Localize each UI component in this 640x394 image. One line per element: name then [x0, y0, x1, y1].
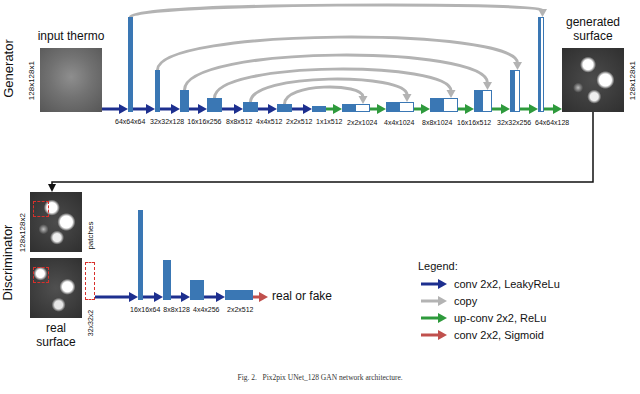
- image-heading: generated surface: [559, 16, 627, 44]
- connector-arrow: [189, 104, 207, 114]
- feature-map-bar: 8x8x128: [163, 260, 171, 300]
- dimension-label: 8x8x1024: [422, 119, 452, 127]
- feature-map-bar: 16x16x64: [138, 210, 143, 300]
- legend-swatch: [420, 295, 448, 307]
- patch-marker: [33, 267, 49, 283]
- concat-feature-bar: 16x16x512: [474, 90, 492, 112]
- legend-swatch: [420, 312, 448, 324]
- connector-arrow: [204, 292, 225, 302]
- patch-marker: [33, 201, 49, 217]
- dimension-label: 8x8x512: [226, 118, 252, 126]
- feature-map-bar: 16x16x256: [180, 90, 189, 112]
- dimension-label: 4x4x1024: [384, 119, 414, 127]
- dimension-label: 2x2x512: [286, 118, 312, 126]
- dimension-label: 32x32x128: [150, 118, 184, 126]
- patch-box: patches32x32x2: [85, 262, 95, 300]
- connector-arrow: [95, 292, 138, 302]
- connector-arrow: [253, 292, 268, 302]
- concat-feature-bar: 8x8x1024: [430, 98, 458, 112]
- image-pair: 128x128x2real surface: [30, 192, 82, 318]
- dimension-label: 16x16x256: [187, 118, 221, 126]
- dimension-label: 32x32x256: [497, 119, 531, 127]
- connector-arrow: [133, 104, 155, 114]
- section-label: Generator: [1, 39, 16, 98]
- connector-arrow: [326, 104, 342, 114]
- feature-map-bar: 4x4x512: [243, 102, 258, 112]
- connector-arrow: [102, 104, 128, 114]
- feature-map-bar: 64x64x64: [128, 17, 133, 112]
- connector-arrow: [370, 104, 386, 114]
- legend-text: up-conv 2x2, ReLu: [454, 312, 546, 325]
- dimension-label: 1x1x512: [316, 118, 342, 126]
- connector-arrow: [48, 112, 593, 192]
- concat-feature-bar: 2x2x1024: [342, 104, 370, 112]
- legend-text: copy: [454, 295, 477, 308]
- connector-arrow: [458, 104, 474, 114]
- feature-map-bar: 32x32x128: [155, 70, 160, 112]
- dimension-label: 128x128x1: [627, 61, 636, 100]
- image-panel: [30, 192, 82, 252]
- dimension-label: 2x2x512: [227, 306, 253, 314]
- image-box: input thermo128x128x1: [40, 48, 102, 112]
- image-heading: real surface: [26, 322, 86, 350]
- legend-text: conv 2x2, Sigmoid: [454, 329, 544, 342]
- concat-feature-bar: 32x32x256: [510, 70, 520, 112]
- dimension-label: 64x64x128: [535, 119, 569, 127]
- image-box: generated surface128x128x1: [562, 48, 624, 112]
- legend-text: conv 2x2, LeakyReLu: [454, 278, 560, 291]
- connector-arrow: [292, 104, 312, 114]
- figure-caption: Fig. 2. Pix2pix UNet_128 GAN network arc…: [238, 374, 403, 383]
- section-label: Discriminator: [1, 224, 16, 300]
- feature-map-bar: 8x8x512: [207, 98, 222, 112]
- connector-arrow: [414, 104, 430, 114]
- dimension-label: 2x2x1024: [347, 119, 377, 127]
- connector-arrow: [160, 104, 180, 114]
- connector-arrow: [131, 5, 548, 17]
- patch-label: patches: [86, 221, 95, 249]
- dimension-label: 8x8x128: [163, 306, 189, 314]
- output-label: real or fake: [272, 290, 332, 304]
- dimension-label: 16x16x64: [130, 306, 160, 314]
- connector-arrow: [285, 87, 368, 104]
- connector-arrow: [520, 104, 538, 114]
- dimension-label: 16x16x512: [457, 119, 491, 127]
- dimension-label: 128x128x1: [26, 61, 35, 100]
- legend-swatch: [420, 278, 448, 290]
- dimension-label: 32x32x2: [87, 310, 95, 336]
- feature-map-bar: 2x2x512: [225, 290, 253, 300]
- concat-feature-bar: 64x64x128: [538, 17, 544, 112]
- legend-heading: Legend:: [418, 260, 458, 273]
- connector-arrow: [492, 104, 510, 114]
- connector-arrow: [222, 104, 243, 114]
- output-node: real or fake: [268, 289, 336, 305]
- dimension-label: 128x128x2: [17, 213, 26, 252]
- connector-arrow: [171, 292, 190, 302]
- dimension-label: 4x4x256: [193, 306, 219, 314]
- concat-feature-bar: 4x4x1024: [386, 102, 414, 112]
- dimension-label: 4x4x512: [256, 118, 282, 126]
- connector-arrow: [258, 104, 277, 114]
- feature-map-bar: 4x4x256: [190, 280, 204, 300]
- feature-map-bar: 2x2x512: [277, 104, 292, 112]
- dimension-label: 64x64x64: [115, 118, 145, 126]
- connector-arrow: [215, 69, 456, 98]
- connector-arrow: [143, 292, 163, 302]
- connector-arrow: [544, 104, 562, 114]
- image-panel: [30, 258, 82, 318]
- image-heading: input thermo: [31, 30, 111, 44]
- legend-swatch: [420, 329, 448, 341]
- connector-arrow: [158, 37, 523, 70]
- feature-map-bar: 1x1x512: [312, 106, 326, 112]
- connector-arrow: [251, 79, 412, 102]
